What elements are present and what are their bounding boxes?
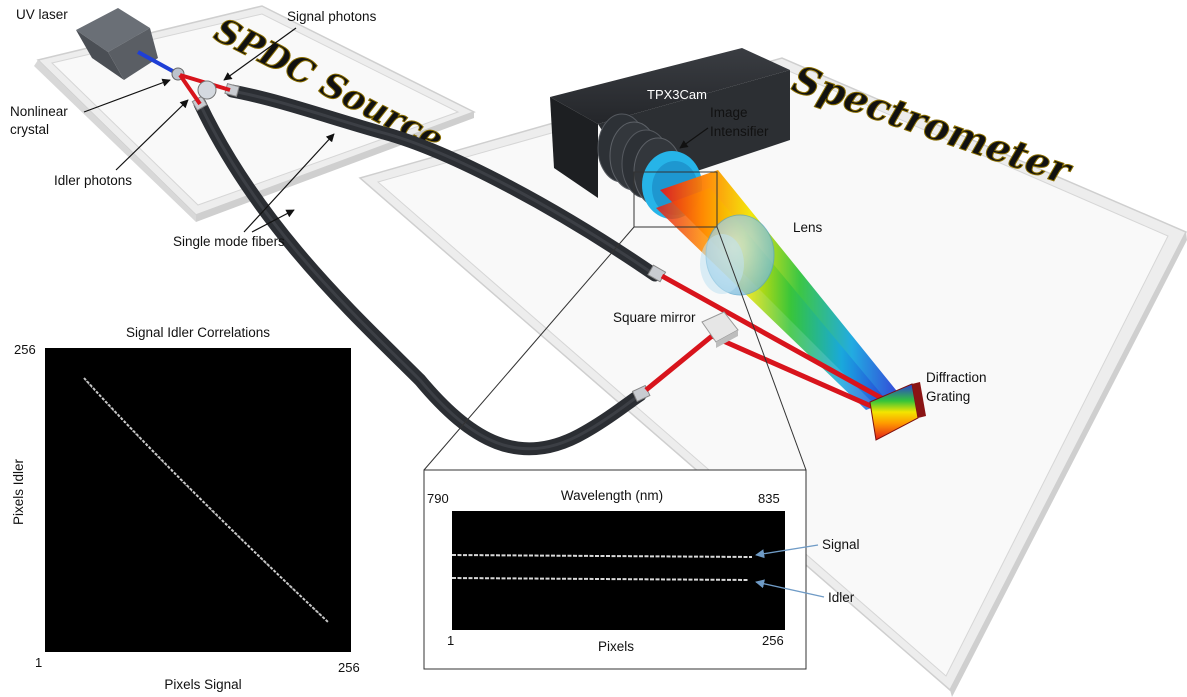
single-mode-fibers-label: Single mode fibers: [173, 234, 285, 249]
camera-label: TPX3Cam: [647, 87, 707, 102]
idler-photons-label: Idler photons: [54, 173, 132, 188]
spectrum-top-left: 790: [427, 491, 449, 506]
idler-arrow: [755, 579, 825, 598]
image-intensifier-label-2: Intensifier: [710, 124, 769, 139]
fiber-arrow-1: [243, 133, 335, 233]
image-intensifier-arrow: [679, 127, 709, 149]
correlation-plot-area: [45, 348, 351, 652]
correlation-plot: Signal Idler Correlations 256 1 256 Pixe…: [11, 325, 360, 692]
spectrum-inset: Wavelength (nm) 790 835 1 256 Pixels: [423, 469, 807, 670]
source-mirror: [197, 80, 217, 100]
spectrum-detector-image: [452, 511, 785, 630]
correlation-x-max: 256: [338, 660, 360, 675]
beam-paths: [644, 273, 887, 413]
idler-photons-arrow: [115, 99, 189, 171]
spectrum-top-label: Wavelength (nm): [561, 488, 663, 503]
correlation-xlabel: Pixels Signal: [164, 677, 241, 692]
uv-laser-box: [76, 8, 158, 80]
single-mode-fibers: [191, 83, 667, 456]
square-mirror-label: Square mirror: [613, 310, 696, 325]
lens-label: Lens: [793, 220, 823, 235]
spectrum-bottom-label: Pixels: [598, 639, 634, 654]
uv-laser-label: UV laser: [16, 7, 68, 22]
diffraction-grating-label-1: Diffraction: [926, 370, 987, 385]
signal-trace: [451, 554, 753, 558]
focusing-lens: [700, 214, 775, 296]
correlation-ylabel: Pixels Idler: [11, 458, 26, 525]
signal-arrow: [755, 544, 819, 559]
nonlinear-crystal-arrow: [83, 78, 171, 113]
nonlinear-crystal-label-1: Nonlinear: [10, 104, 68, 119]
signal-photons-arrow: [223, 27, 297, 81]
spectrum-bottom-left: 1: [447, 633, 454, 648]
uv-laser-beam: [137, 50, 179, 76]
idler-beam: [178, 73, 202, 106]
spectrum-bottom-right: 256: [762, 633, 784, 648]
signal-photons-label: Signal photons: [287, 9, 377, 24]
diffraction-grating-label-2: Grating: [926, 389, 970, 404]
correlation-x-min: 1: [35, 655, 42, 670]
idler-label: Idler: [828, 590, 855, 605]
signal-label: Signal: [822, 537, 860, 552]
zoom-outline: [423, 171, 807, 471]
image-intensifier-label-1: Image: [710, 105, 748, 120]
correlation-plot-title: Signal Idler Correlations: [126, 325, 270, 340]
square-mirror: [701, 311, 739, 348]
spectrum-top-right: 835: [758, 491, 780, 506]
correlation-y-max: 256: [14, 342, 36, 357]
diffraction-grating: [869, 382, 926, 441]
fiber-arrow-2: [251, 209, 295, 233]
nonlinear-crystal-label-2: crystal: [10, 122, 49, 137]
